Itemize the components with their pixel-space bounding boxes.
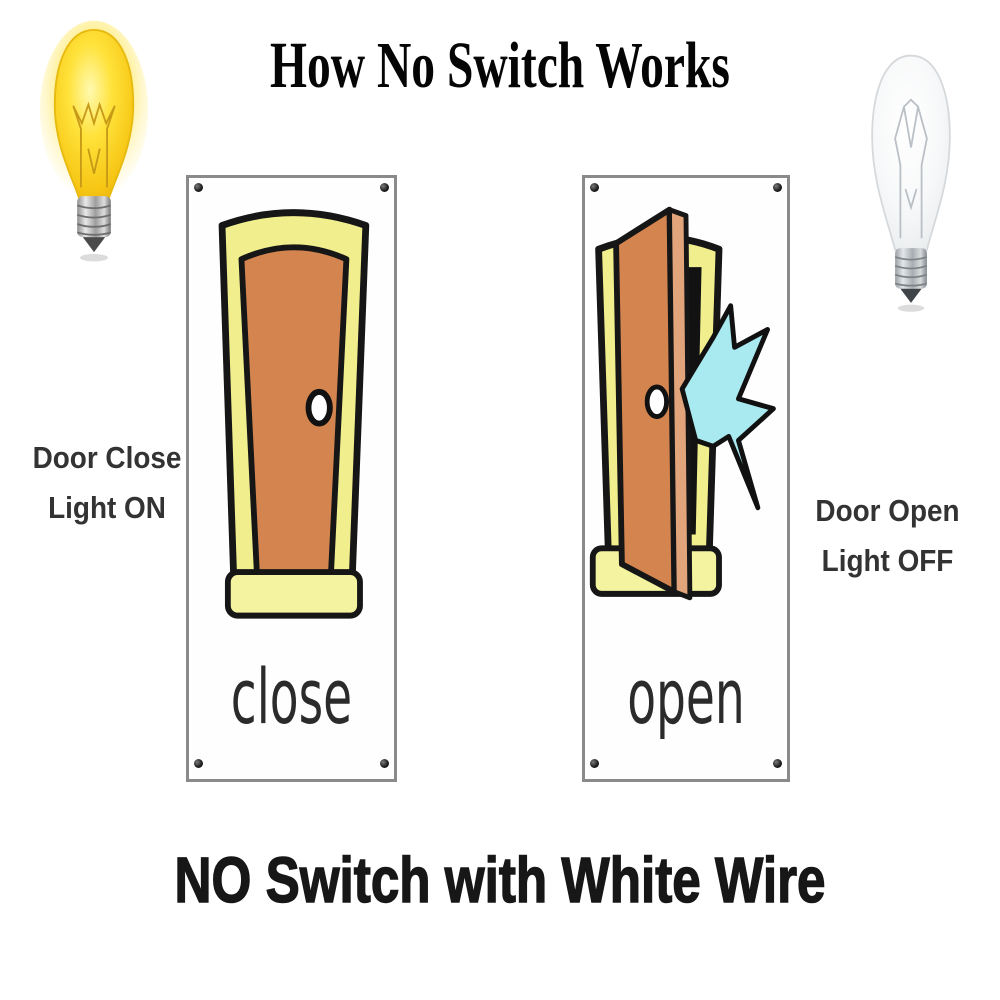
door-open-label-line2: Light OFF — [821, 543, 954, 578]
door-knob — [644, 384, 670, 420]
screw-icon — [590, 759, 599, 768]
door-knob — [305, 388, 333, 427]
door-leaf-edge — [667, 207, 693, 601]
screw-icon — [773, 183, 782, 192]
screw-icon — [380, 183, 389, 192]
lit-bulb-icon — [38, 18, 150, 264]
door-open-label-line1: Door Open — [815, 493, 960, 528]
screw-icon — [590, 183, 599, 192]
closed-door-panel: close — [186, 175, 397, 782]
open-door-panel: open — [582, 175, 790, 782]
arrow-left-icon — [679, 303, 776, 511]
unlit-bulb-icon — [858, 48, 964, 314]
screw-icon — [773, 759, 782, 768]
door-open-label: Door Open Light OFF — [809, 486, 967, 586]
door-close-label-line2: Light ON — [48, 490, 166, 525]
open-door-caption: open — [627, 652, 745, 741]
closed-door-illustration — [218, 209, 370, 619]
closed-door-caption: close — [230, 652, 353, 741]
screw-icon — [380, 759, 389, 768]
screw-icon — [194, 759, 203, 768]
lit-bulb-svg — [39, 20, 149, 262]
door-close-label-line1: Door Close — [32, 440, 182, 475]
door-close-label: Door Close Light ON — [31, 433, 184, 533]
page-title: How No Switch Works — [270, 29, 730, 102]
door-leaf — [238, 244, 350, 579]
open-door-illustration — [589, 206, 776, 601]
unlit-bulb-svg — [871, 54, 951, 312]
door-threshold — [224, 569, 363, 619]
screw-icon — [194, 183, 203, 192]
footer-caption: NO Switch with White Wire — [174, 843, 826, 917]
